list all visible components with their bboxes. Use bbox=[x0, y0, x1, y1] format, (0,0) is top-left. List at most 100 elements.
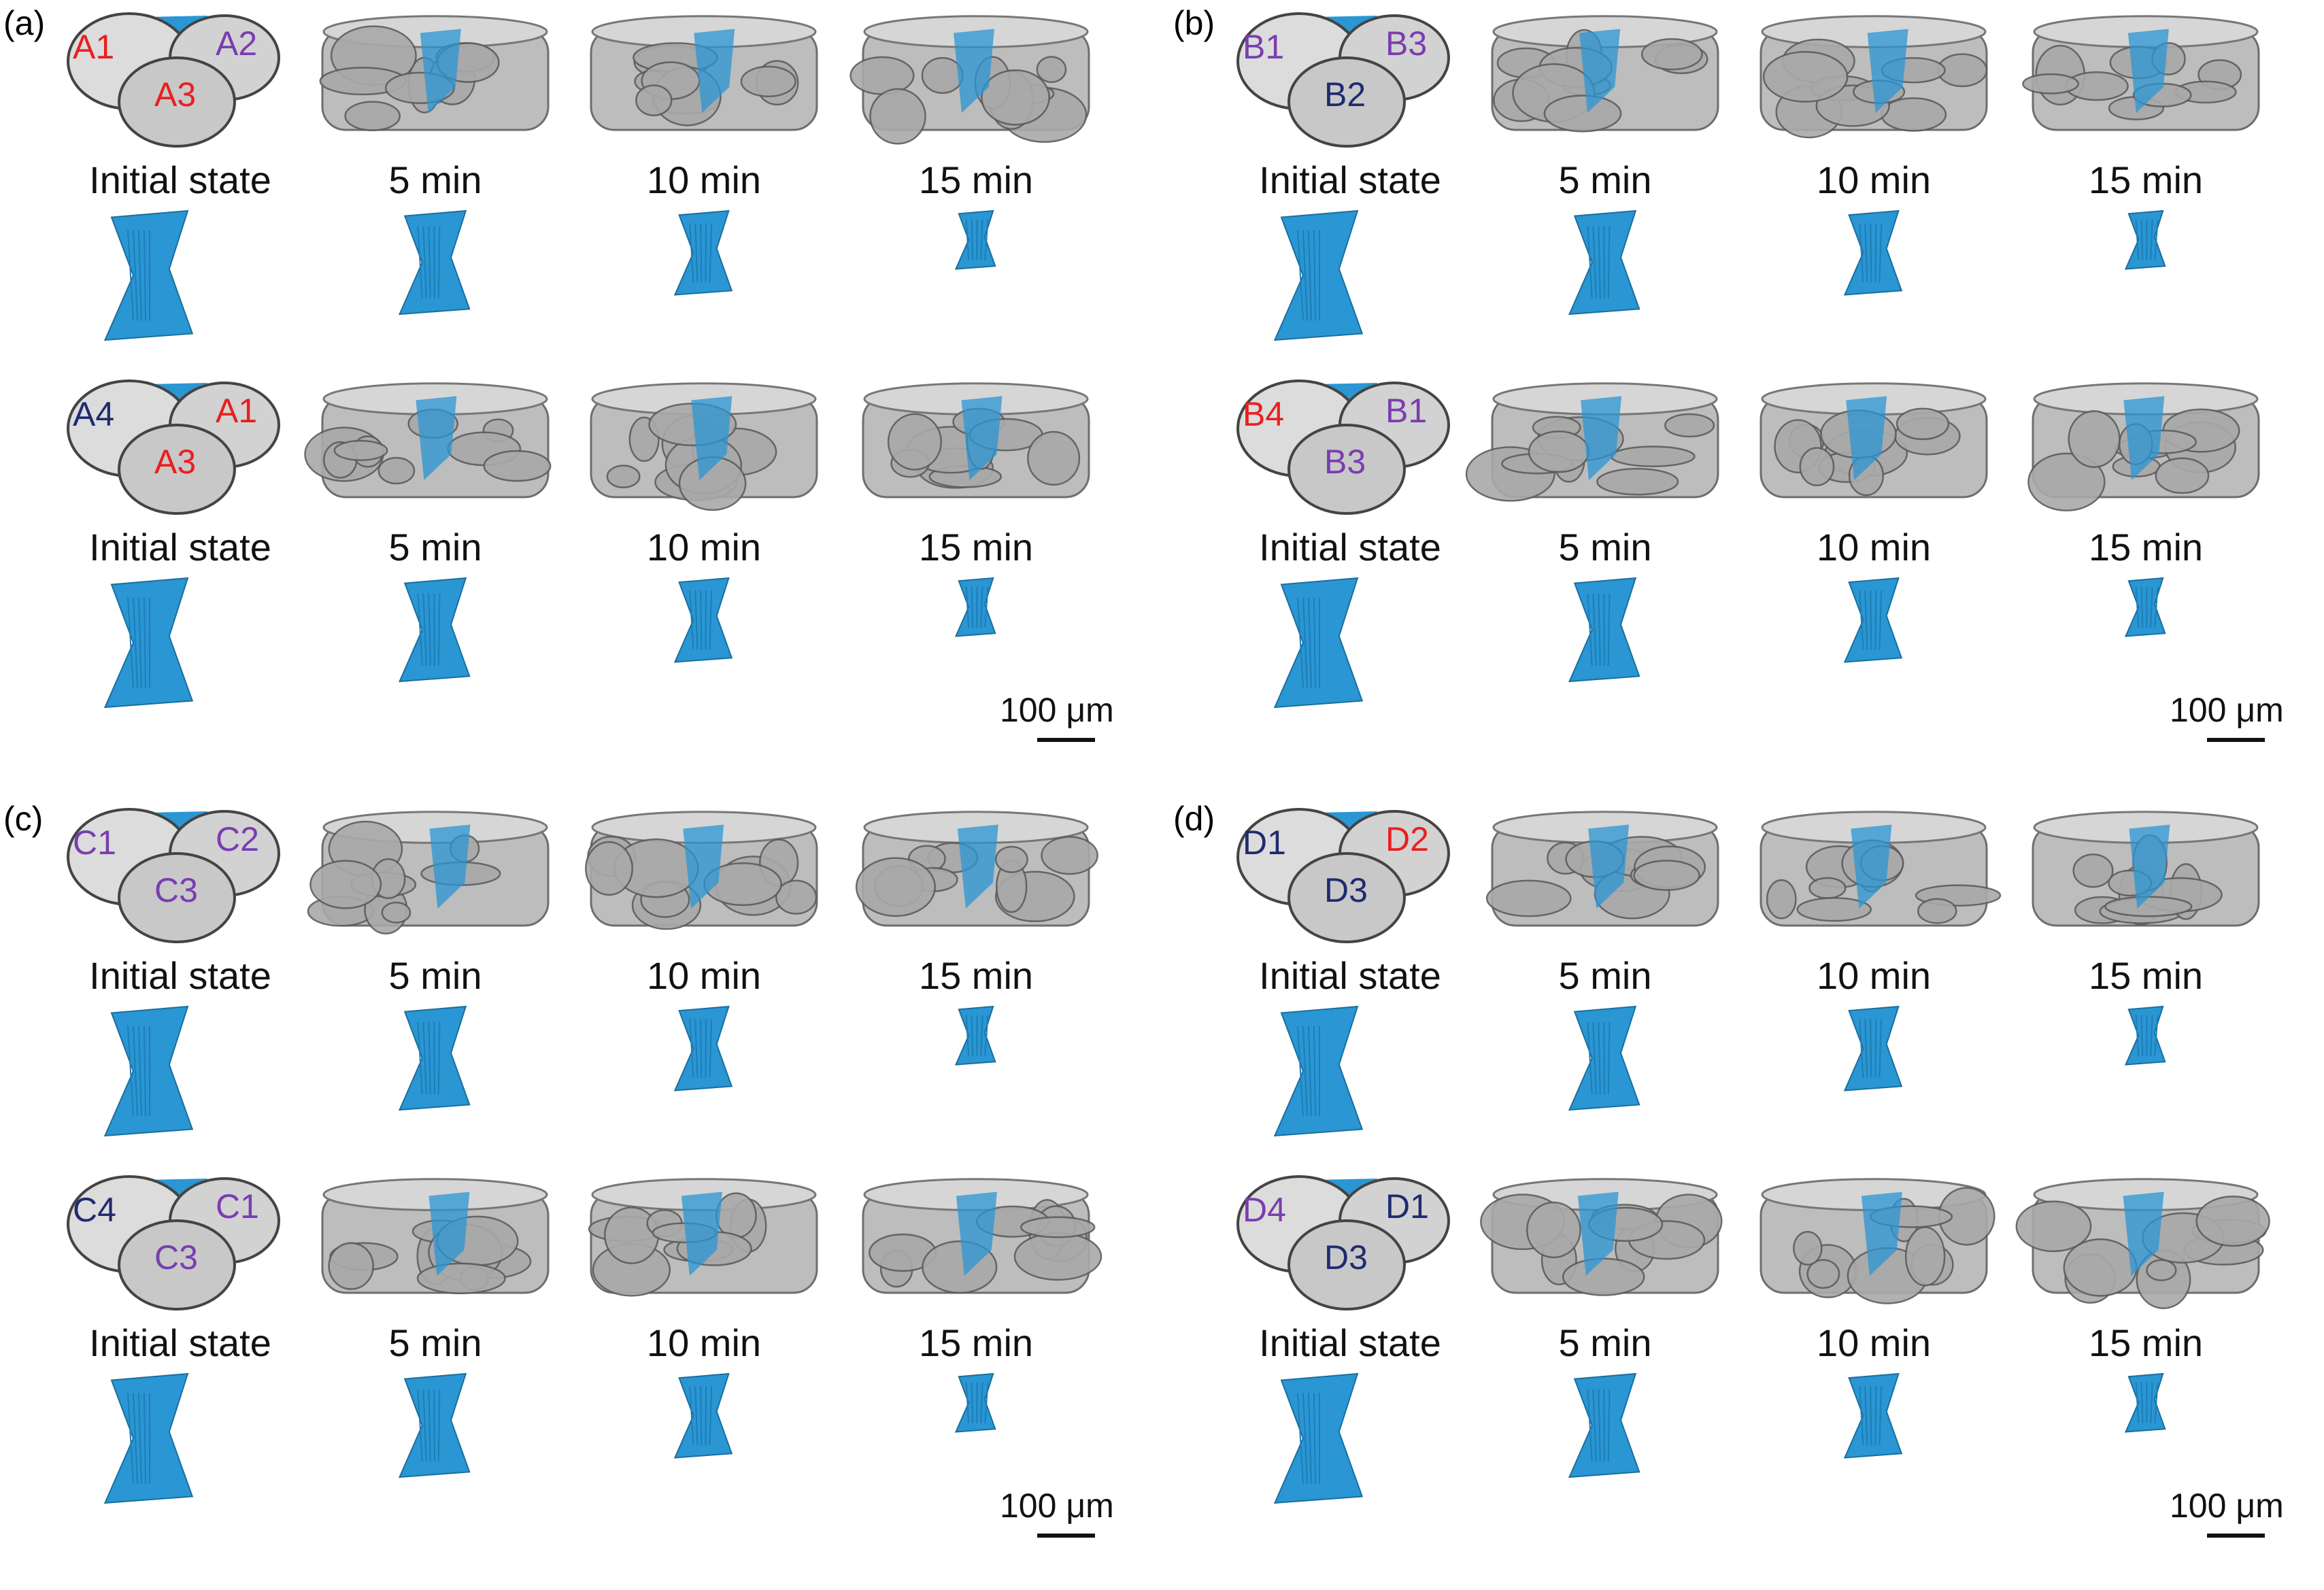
sphere-label: C1 bbox=[216, 1187, 259, 1225]
time-caption: 15 min bbox=[918, 1321, 1034, 1364]
scale-bar-label: 100 μm bbox=[1000, 1487, 1114, 1525]
grain-pore-render bbox=[319, 15, 550, 131]
time-caption: Initial state bbox=[89, 526, 271, 569]
pore-shape-render bbox=[1568, 209, 1640, 316]
time-caption: 5 min bbox=[388, 526, 482, 569]
grain-pore-render bbox=[307, 811, 550, 935]
sphere-label: B3 bbox=[1385, 24, 1428, 63]
pore-shape-render bbox=[2124, 1372, 2166, 1433]
pore-shape-render bbox=[1273, 577, 1364, 709]
time-caption: 5 min bbox=[388, 954, 482, 997]
sphere-label: A3 bbox=[154, 75, 197, 114]
pore-shape-render bbox=[103, 577, 194, 709]
sphere-label: A1 bbox=[73, 28, 115, 66]
grain-pore-render bbox=[1491, 15, 1719, 133]
time-caption: Initial state bbox=[89, 158, 271, 201]
sphere-label: B3 bbox=[1324, 443, 1366, 481]
time-caption: 5 min bbox=[1558, 954, 1652, 997]
grain-pore-render bbox=[304, 382, 552, 498]
grain-pore-render bbox=[2027, 382, 2260, 511]
panel-label: (d) bbox=[1173, 800, 1215, 838]
scale-bar-line bbox=[2207, 1534, 2265, 1538]
sphere-label: C2 bbox=[216, 820, 259, 858]
sphere-label: A3 bbox=[154, 443, 197, 481]
pore-shape-render bbox=[673, 209, 733, 296]
sphere-label: B2 bbox=[1324, 75, 1366, 114]
grain-pore-render bbox=[2015, 1178, 2270, 1310]
time-caption: Initial state bbox=[1259, 1321, 1441, 1364]
scale-bar-line bbox=[1037, 1534, 1095, 1538]
time-caption: 15 min bbox=[918, 526, 1034, 569]
grain-spheres-image bbox=[67, 379, 280, 515]
grain-pore-render bbox=[1759, 811, 2002, 927]
scale-bar-label: 100 μm bbox=[2170, 691, 2284, 729]
sphere-label: D2 bbox=[1385, 820, 1429, 858]
time-caption: 5 min bbox=[388, 1321, 482, 1364]
grain-pore-render bbox=[1480, 1178, 1723, 1296]
time-caption: 5 min bbox=[1558, 526, 1652, 569]
grain-pore-render bbox=[588, 1178, 818, 1297]
time-caption: Initial state bbox=[1259, 526, 1441, 569]
time-caption: 15 min bbox=[2088, 526, 2204, 569]
time-caption: 15 min bbox=[2088, 158, 2204, 201]
time-caption: Initial state bbox=[1259, 158, 1441, 201]
scale-bar-label: 100 μm bbox=[2170, 1487, 2284, 1525]
sphere-label: C1 bbox=[73, 824, 116, 862]
time-caption: 10 min bbox=[1816, 526, 1932, 569]
pore-shape-render bbox=[954, 577, 996, 637]
sphere-label: C3 bbox=[154, 1238, 198, 1276]
grain-pore-render bbox=[590, 15, 818, 131]
sphere-label: C3 bbox=[154, 871, 198, 909]
time-caption: 10 min bbox=[646, 158, 762, 201]
time-caption: Initial state bbox=[89, 954, 271, 997]
pore-shape-render bbox=[103, 1372, 194, 1504]
sphere-label: D1 bbox=[1243, 824, 1286, 862]
scale-bar-label: 100 μm bbox=[1000, 691, 1114, 729]
grain-spheres-image bbox=[67, 808, 280, 943]
panel-label: (a) bbox=[3, 4, 46, 42]
panel-label: (c) bbox=[3, 800, 44, 838]
time-caption: 5 min bbox=[1558, 158, 1652, 201]
grain-spheres-image bbox=[1236, 379, 1450, 515]
pore-shape-render bbox=[673, 1005, 733, 1092]
time-caption: Initial state bbox=[1259, 954, 1441, 997]
sphere-label: D3 bbox=[1324, 1238, 1368, 1276]
pore-shape-render bbox=[673, 577, 733, 663]
pore-shape-render bbox=[103, 209, 194, 341]
pore-shape-render bbox=[1273, 1005, 1364, 1137]
grain-spheres-image bbox=[67, 12, 280, 148]
panel-label: (b) bbox=[1173, 4, 1215, 42]
pore-shape-render bbox=[1273, 1372, 1364, 1504]
grain-pore-render bbox=[2032, 811, 2260, 927]
grain-pore-render bbox=[862, 1178, 1102, 1294]
pore-shape-render bbox=[398, 1005, 471, 1111]
sphere-label: A1 bbox=[216, 392, 258, 430]
grain-pore-render bbox=[1759, 1178, 1995, 1304]
time-caption: 15 min bbox=[2088, 954, 2204, 997]
scale-bar-line bbox=[1037, 738, 1095, 742]
grain-pore-render bbox=[1465, 382, 1719, 502]
pore-shape-render bbox=[1273, 209, 1364, 341]
grain-pore-render bbox=[585, 811, 818, 930]
sphere-label: A4 bbox=[73, 395, 115, 433]
time-caption: 10 min bbox=[646, 526, 762, 569]
pore-shape-render bbox=[2124, 209, 2166, 270]
grain-pore-render bbox=[855, 811, 1098, 927]
sphere-label: C4 bbox=[73, 1191, 116, 1229]
sphere-label: B1 bbox=[1385, 392, 1428, 430]
time-caption: 10 min bbox=[1816, 158, 1932, 201]
sphere-label: D3 bbox=[1324, 871, 1368, 909]
sphere-label: D1 bbox=[1385, 1187, 1429, 1225]
sphere-label: A2 bbox=[216, 24, 258, 63]
pore-shape-render bbox=[398, 577, 471, 683]
pore-shape-render bbox=[954, 209, 996, 270]
pore-shape-render bbox=[2124, 577, 2166, 637]
grain-pore-render bbox=[590, 382, 818, 511]
grain-pore-render bbox=[1759, 382, 1988, 498]
pore-shape-render bbox=[954, 1005, 996, 1066]
sphere-label: D4 bbox=[1243, 1191, 1286, 1229]
grain-spheres-image bbox=[1236, 808, 1450, 943]
time-caption: 15 min bbox=[918, 158, 1034, 201]
pore-shape-render bbox=[1843, 1372, 1903, 1459]
time-caption: 10 min bbox=[646, 954, 762, 997]
